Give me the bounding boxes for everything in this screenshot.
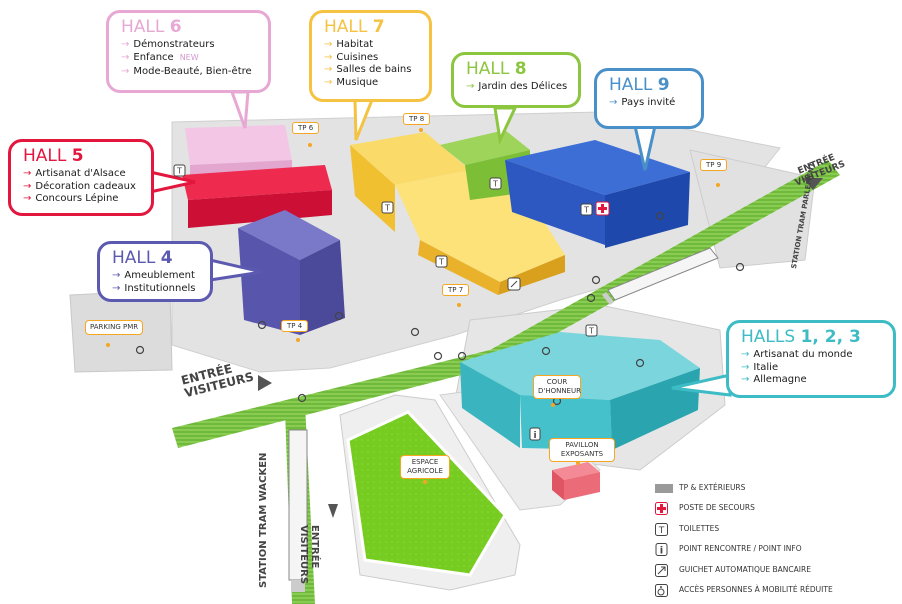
hall8-callout: HALL 8 →Jardin des Délices [451, 52, 581, 108]
halls123-callout: HALLS 1, 2, 3 →Artisanat du monde →Itali… [726, 320, 896, 398]
new-badge: NEW [179, 52, 199, 62]
tp-tag: TP 4 [281, 320, 309, 332]
place-marker-dots [106, 343, 580, 484]
gray-swatch-icon [655, 483, 673, 493]
hall5-item: →Artisanat d'Alsace [23, 168, 126, 179]
toilets-marker: T [173, 164, 186, 177]
pavillon-label: PAVILLON EXPOSANTS [549, 438, 615, 462]
hall7-item: →Habitat [324, 39, 374, 50]
tp-tag: TP 6 [292, 122, 320, 134]
hall4-building [238, 210, 345, 335]
espace-agricole-field [346, 410, 507, 577]
east-entrance-arrow [803, 178, 823, 190]
hall9-item: →Pays invité [609, 97, 676, 108]
tram-vehicle-east [602, 247, 719, 305]
svg-text:T: T [583, 206, 589, 215]
hall7-callout: HALL 7 →Habitat →Cuisines →Salles de bai… [309, 10, 432, 102]
toilets-marker: T [435, 255, 448, 268]
pavillon-building [552, 462, 600, 500]
halls123-item: →Italie [741, 361, 779, 373]
hall5-title: HALL 5 [23, 146, 84, 166]
svg-text:T: T [588, 327, 594, 336]
hall4-title: HALL 4 [112, 248, 173, 268]
svg-text:T: T [658, 526, 665, 536]
hall5-callout: HALL 5 →Artisanat d'Alsace →Décoration c… [8, 139, 154, 216]
atm-icon [655, 564, 673, 577]
legend-row: ACCÈS PERSONNES À MOBILITÉ RÉDUITE [655, 582, 833, 598]
hall8-item: →Jardin des Délices [466, 81, 568, 92]
hall5-item: →Concours Lépine [23, 193, 119, 204]
info-icon: i [655, 543, 673, 557]
tp-tag: TP 9 [700, 159, 728, 171]
hall7-item: →Salles de bains [324, 64, 412, 75]
halls123-item: →Artisanat du monde [741, 349, 853, 360]
halls123-building [460, 332, 700, 450]
espace-label: ESPACE AGRICOLE [400, 455, 450, 479]
hall8-title: HALL 8 [466, 59, 527, 79]
tram-vehicle-south [288, 429, 308, 592]
hall5-item: →Décoration cadeaux [23, 180, 136, 192]
toilets-marker: T [585, 324, 598, 337]
legend-row: TP & EXTÉRIEURS [655, 480, 745, 496]
tp-marker-dots [296, 128, 720, 342]
svg-text:T: T [438, 258, 444, 267]
toilets-marker: T [580, 203, 593, 216]
toilets-icon: T [655, 523, 673, 536]
legend-row: POSTE DE SECOURS [655, 500, 755, 516]
hall4-callout: HALL 4 →Ameublement →Institutionnels [97, 241, 213, 302]
wheelchair-marker [135, 211, 745, 406]
hall4-item: →Institutionnels [112, 282, 196, 294]
halls123-item: →Allemagne [741, 374, 807, 385]
hall7-title: HALL 7 [324, 17, 385, 37]
svg-text:i: i [660, 546, 663, 557]
hall9-building [505, 140, 690, 248]
hall6-item: →Démonstrateurs [121, 39, 215, 50]
cour-label: COUR D'HONNEUR [533, 375, 581, 399]
south-entrance-arrow [328, 504, 338, 518]
map-markers: T T T T T T i [106, 128, 745, 484]
info-marker: i [529, 427, 541, 441]
svg-text:T: T [176, 167, 182, 176]
hall6-title: HALL 6 [121, 17, 182, 37]
toilets-marker: T [489, 177, 502, 190]
west-entrance-arrow [258, 375, 272, 391]
svg-text:i: i [533, 431, 536, 441]
wheelchair-icon [655, 584, 673, 597]
atm-marker [507, 277, 521, 291]
first-aid-marker [595, 201, 610, 216]
hall9-title: HALL 9 [609, 75, 670, 95]
first-aid-icon [655, 502, 673, 515]
hall7-item: →Cuisines [324, 51, 379, 63]
tp-tag: TP 8 [403, 113, 431, 125]
hall5-building [182, 165, 332, 228]
parking-label: PARKING PMR [85, 320, 144, 335]
legend-row: GUICHET AUTOMATIQUE BANCAIRE [655, 562, 811, 578]
station-wacken-label: STATION TRAM WACKEN [258, 452, 269, 588]
svg-text:T: T [492, 180, 498, 189]
hall6-item: →Mode-Beauté, Bien-être [121, 66, 252, 77]
hall4-item: →Ameublement [112, 270, 195, 281]
hall7-item: →Musique [324, 76, 379, 88]
tp-tag: TP 7 [442, 284, 470, 296]
hall9-callout: HALL 9 →Pays invité [594, 68, 704, 129]
svg-text:T: T [384, 204, 390, 213]
toilets-marker: T [381, 201, 394, 214]
halls123-title: HALLS 1, 2, 3 [741, 327, 861, 347]
